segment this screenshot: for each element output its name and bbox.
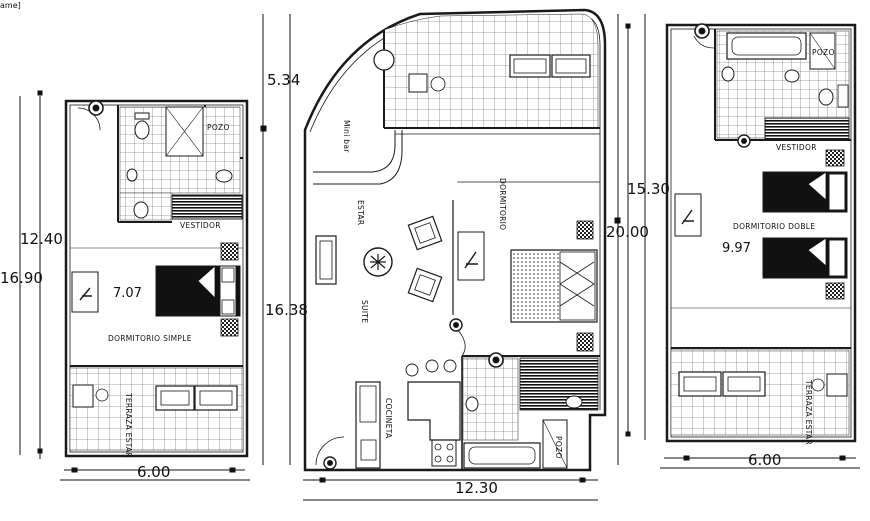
left-dimensions — [19, 90, 250, 481]
left-unit — [64, 99, 249, 458]
header-fragment: ame] — [0, 1, 21, 10]
middle-left-dimension: 16.38 — [265, 301, 308, 319]
middle-width-dimension: 12.30 — [455, 479, 498, 497]
left-terrace-label: TERRAZA ESTAR — [124, 392, 133, 458]
middle-tv — [457, 231, 485, 281]
middle-right-dimension: 20.00 — [606, 223, 649, 241]
middle-dimensions — [260, 14, 621, 501]
left-inner-height: 12.40 — [20, 230, 63, 248]
right-width-dimension: 6.00 — [748, 451, 781, 469]
middle-pozo-label: POZO — [554, 436, 563, 459]
right-closet — [764, 117, 850, 140]
left-pozo-label: POZO — [207, 123, 230, 132]
middle-suite-label: SUITE — [360, 300, 369, 323]
middle-estar-label: ESTAR — [356, 200, 365, 225]
right-terrace-label: TERRAZA ESTAR — [804, 379, 813, 445]
right-unit-walls — [665, 23, 857, 443]
right-bedroom-label: DORMITORIO DOBLE — [733, 222, 815, 231]
left-closet — [171, 194, 243, 220]
middle-entry-door — [315, 436, 345, 466]
left-bedroom-label: DORMITORIO SIMPLE — [108, 334, 192, 343]
right-closet-label: VESTIDOR — [776, 143, 817, 152]
left-tv — [71, 271, 99, 313]
left-width: 6.00 — [137, 463, 170, 481]
middle-dormitorio-label: DORMITORIO — [498, 178, 507, 230]
left-nightstand — [220, 242, 239, 261]
right-pozo-label: POZO — [812, 48, 835, 57]
left-sink — [215, 169, 233, 183]
middle-upper-terrace-floor — [383, 13, 599, 129]
right-height-dimension: 15.30 — [627, 180, 670, 198]
middle-minibar — [313, 130, 396, 173]
left-total-height: 16.90 — [0, 269, 43, 287]
left-unit-walls — [64, 99, 249, 458]
middle-minibar-label: Mini bar — [342, 120, 351, 153]
middle-top-dimension: 5.34 — [267, 71, 300, 89]
left-area-label: 7.07 — [113, 286, 142, 301]
left-toilet — [134, 120, 150, 140]
left-closet-label: VESTIDOR — [180, 221, 221, 230]
right-area-label: 9.97 — [722, 241, 751, 256]
right-dimensions — [625, 14, 860, 469]
middle-unit — [303, 8, 607, 472]
middle-cocineta-label: COCINETA — [384, 398, 393, 439]
right-unit — [665, 23, 857, 443]
